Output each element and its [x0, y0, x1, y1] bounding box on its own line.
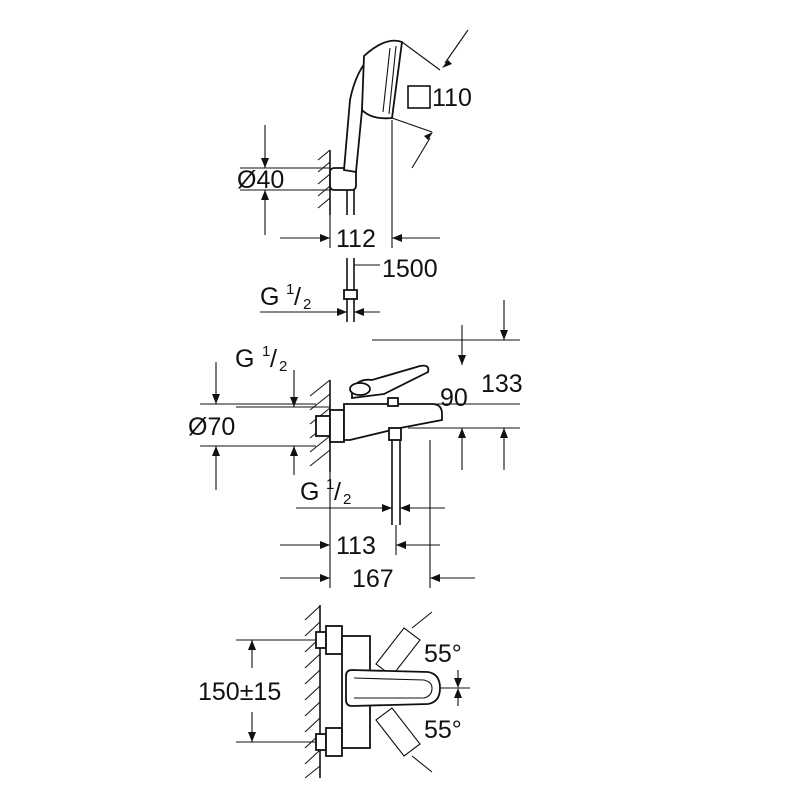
- mixer-top-view: 55° 55° 150±15: [198, 605, 470, 779]
- hose-view: 1500 G 1 / 2: [260, 255, 438, 322]
- spout-167-label: 167: [352, 565, 394, 593]
- holder-projection-label: 112: [336, 225, 376, 253]
- body-diameter-label: Ø70: [188, 413, 235, 441]
- hose-length-label: 1500: [382, 255, 438, 283]
- centres-label: 150±15: [198, 678, 281, 706]
- mixer-thread-top-numerator: 1: [262, 343, 270, 360]
- hose-thread-denominator: 2: [303, 296, 311, 313]
- head-size-label: 110: [432, 84, 472, 112]
- spout-113-label: 113: [336, 532, 376, 560]
- svg-text:/: /: [270, 345, 277, 373]
- hose-thread-label: G: [260, 283, 279, 311]
- spout-outlet: [388, 427, 402, 441]
- shower-head: [361, 39, 403, 120]
- hose-thread-numerator: 1: [286, 281, 294, 298]
- holder-diameter-label: Ø40: [237, 166, 284, 194]
- overall-height-label: 133: [481, 370, 523, 398]
- diverter-knob: [387, 397, 399, 407]
- svg-text:/: /: [334, 478, 341, 506]
- outlet-thread-label: G: [300, 478, 319, 506]
- spout-height-label: 90: [440, 384, 468, 412]
- mixer-thread-top-label: G: [235, 345, 254, 373]
- shower-holder: [329, 167, 357, 191]
- hand-shower-view: 110 Ø40 112: [237, 29, 472, 253]
- lever-angle-up-label: 55°: [424, 640, 462, 668]
- wall-hatching: [317, 149, 331, 209]
- svg-text:/: /: [294, 283, 301, 311]
- lever-angle-down-label: 55°: [424, 716, 462, 744]
- mixer-lever-top: [345, 669, 441, 707]
- square-symbol: [407, 85, 431, 109]
- mixer-thread-top-denominator: 2: [279, 358, 287, 375]
- outlet-thread-denominator: 2: [343, 491, 351, 508]
- mixer-side-view: G 1 / 2 Ø70 90 133 G 1 / 2: [188, 300, 523, 593]
